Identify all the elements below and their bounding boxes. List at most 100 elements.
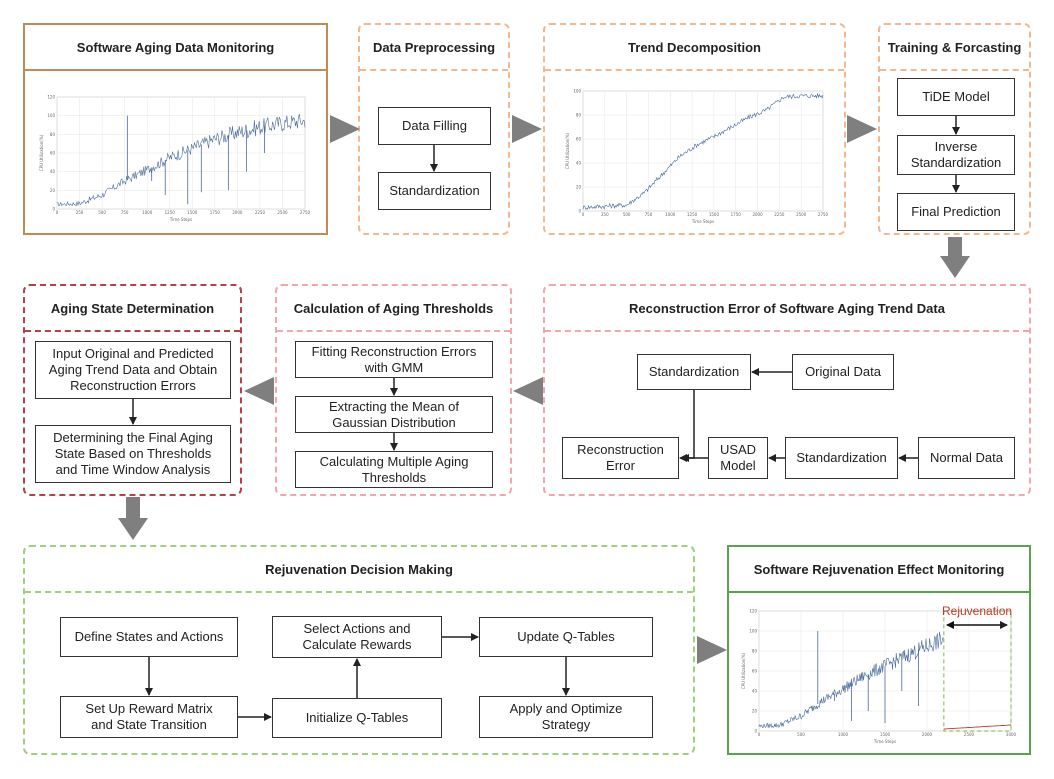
series-line [582, 93, 824, 210]
x-tick-label: 250 [601, 212, 609, 217]
x-tick-label: 1750 [210, 210, 221, 215]
y-tick-label: 60 [50, 151, 56, 156]
y-tick-label: 100 [573, 89, 581, 94]
update-qtables-node: Update Q-Tables [479, 617, 653, 657]
reconstruction-error-node: Reconstruction Error [562, 437, 679, 479]
y-tick-label: 80 [576, 113, 582, 118]
x-tick-label: 750 [645, 212, 653, 217]
x-tick-label: 2750 [300, 210, 311, 215]
y-tick-label: 120 [47, 95, 55, 100]
x-axis-label: Time Steps [873, 739, 896, 744]
y-axis-label: CPU Utilization(%) [565, 132, 570, 169]
multiple-thresholds-node: Calculating Multiple Aging Thresholds [295, 451, 493, 488]
standardization-bottom-node: Standardization [785, 437, 898, 479]
trend-title: Trend Decomposition [545, 25, 844, 71]
x-tick-label: 1750 [731, 212, 742, 217]
series-line [758, 631, 945, 729]
x-tick-label: 0 [758, 732, 761, 737]
final-prediction-node: Final Prediction [897, 193, 1015, 231]
x-tick-label: 1000 [142, 210, 153, 215]
series-line-after-rejuvenation [943, 724, 1012, 730]
y-tick-label: 60 [752, 669, 758, 674]
y-tick-label: 20 [50, 188, 56, 193]
thresholds-title: Calculation of Aging Thresholds [277, 286, 510, 332]
effect-panel: Software Rejuvenation Effect Monitoring … [727, 545, 1031, 755]
arrow-trend-to-training [847, 115, 877, 143]
x-tick-label: 3000 [1006, 732, 1017, 737]
x-tick-label: 2500 [964, 732, 975, 737]
define-states-node: Define States and Actions [60, 617, 238, 657]
x-tick-label: 1500 [880, 732, 891, 737]
x-tick-label: 750 [121, 210, 129, 215]
x-axis-label: Time Steps [169, 217, 192, 222]
original-data-node: Original Data [792, 354, 894, 390]
x-tick-label: 2000 [752, 212, 763, 217]
rejuvenation-label: Rejuvenation [942, 604, 1013, 618]
y-tick-label: 40 [50, 169, 56, 174]
x-tick-label: 500 [797, 732, 805, 737]
standardization-node: Standardization [378, 172, 491, 210]
x-tick-label: 2000 [922, 732, 933, 737]
x-tick-label: 1000 [665, 212, 676, 217]
x-tick-label: 2750 [818, 212, 829, 217]
arrow-training-to-reconstruction-stem [948, 237, 962, 257]
x-tick-label: 2500 [796, 212, 807, 217]
x-tick-label: 1500 [709, 212, 720, 217]
y-tick-label: 20 [576, 185, 582, 190]
y-axis-label: CPU Utilization(%) [741, 652, 746, 689]
y-tick-label: 20 [752, 709, 758, 714]
x-tick-label: 1250 [687, 212, 698, 217]
x-tick-label: 250 [76, 210, 84, 215]
x-tick-label: 2250 [255, 210, 266, 215]
state-title: Aging State Determination [25, 286, 240, 332]
inverse-standardization-node: Inverse Standardization [897, 135, 1015, 175]
x-tick-label: 500 [623, 212, 631, 217]
arrow-reconstruction-to-thresholds [513, 377, 543, 405]
x-tick-label: 1000 [838, 732, 849, 737]
select-actions-node: Select Actions and Calculate Rewards [272, 616, 442, 658]
arrow-preprocess-to-trend [512, 115, 542, 143]
preprocessing-title: Data Preprocessing [360, 25, 508, 71]
tide-model-node: TiDE Model [897, 78, 1015, 116]
initialize-qtables-node: Initialize Q-Tables [272, 698, 442, 738]
reconstruction-title: Reconstruction Error of Software Aging T… [545, 286, 1029, 332]
x-tick-label: 2000 [232, 210, 243, 215]
usad-model-node: USAD Model [708, 437, 768, 479]
fitting-gmm-node: Fitting Reconstruction Errors with GMM [295, 341, 493, 378]
y-tick-label: 40 [752, 689, 758, 694]
y-tick-label: 40 [576, 161, 582, 166]
arrow-state-to-decision-stem [126, 497, 140, 519]
reward-matrix-node: Set Up Reward Matrix and State Transitio… [60, 696, 238, 738]
normal-data-node: Normal Data [918, 437, 1015, 479]
arrow-decision-to-effect [697, 636, 727, 664]
y-tick-label: 0 [578, 209, 581, 214]
y-tick-label: 0 [754, 729, 757, 734]
x-tick-label: 0 [582, 212, 585, 217]
effect-title: Software Rejuvenation Effect Monitoring [729, 547, 1029, 593]
x-tick-label: 2250 [774, 212, 785, 217]
x-axis-label: Time Steps [691, 219, 714, 224]
y-tick-label: 60 [576, 137, 582, 142]
y-axis-label: CPU Utilization(%) [39, 134, 44, 171]
standardization-top-node: Standardization [637, 354, 751, 390]
y-tick-label: 80 [752, 649, 758, 654]
x-tick-label: 1250 [165, 210, 176, 215]
final-state-node: Determining the Final Aging State Based … [35, 425, 231, 483]
training-title: Training & Forcasting [880, 25, 1029, 71]
y-tick-label: 0 [52, 207, 55, 212]
gaussian-mean-node: Extracting the Mean of Gaussian Distribu… [295, 396, 493, 433]
x-tick-label: 500 [98, 210, 106, 215]
monitoring-title: Software Aging Data Monitoring [25, 25, 326, 71]
y-tick-label: 100 [749, 629, 757, 634]
plot-area [582, 90, 824, 212]
arrow-monitor-to-preprocess [330, 115, 360, 143]
decision-title: Rejuvenation Decision Making [25, 547, 693, 593]
arrow-state-to-decision [118, 518, 148, 540]
apply-strategy-node: Apply and Optimize Strategy [479, 696, 653, 738]
input-errors-node: Input Original and Predicted Aging Trend… [35, 341, 231, 399]
x-tick-label: 2500 [277, 210, 288, 215]
